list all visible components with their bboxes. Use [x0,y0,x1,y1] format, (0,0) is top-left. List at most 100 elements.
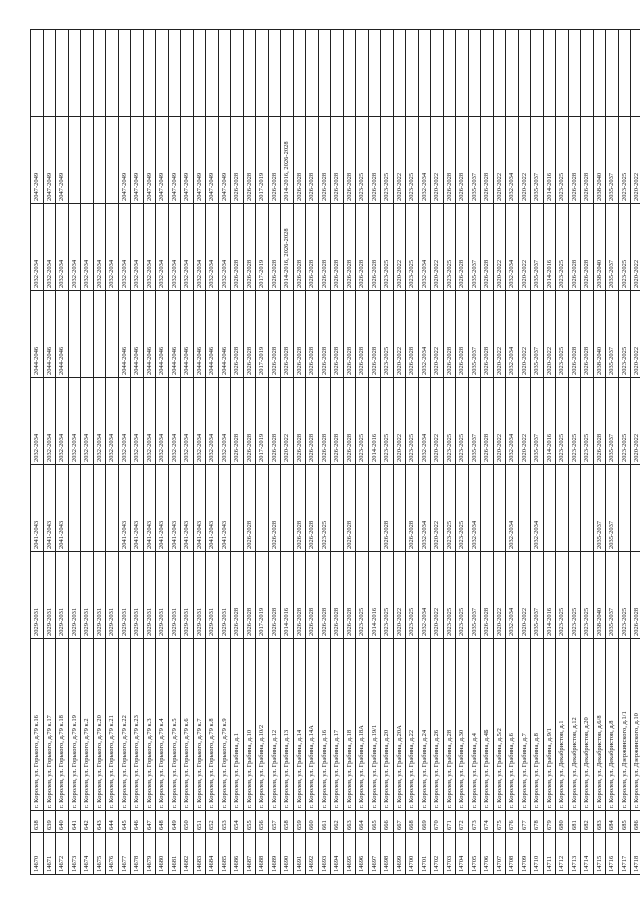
table-cell: 14681 [168,832,181,875]
table-cell: 14709 [518,832,531,875]
table-cell: г. Королев, ул. Грабина, д.14А [305,638,318,811]
table-cell: 2026-2028 [593,377,606,465]
table-cell [93,464,106,552]
table-cell [543,464,556,552]
table-cell: г. Королев, ул. Декабристов, д.1 [555,638,568,811]
table-cell: г. Королев, ул. Грабина, д.20А [393,638,406,811]
table-cell [568,29,581,117]
table-cell: г. Королев, ул. Грабина, д.13 [280,638,293,811]
table-cell: 2026-2028 [355,203,368,291]
table-cell: 14702 [430,832,443,875]
table-cell: 2026-2028 [243,203,256,291]
table-cell: 2041-2043 [155,464,168,552]
table-cell: 2047-2049 [218,116,231,204]
table-cell [55,29,68,117]
table-cell: 675 [493,810,506,833]
table-cell: 2020-2022 [430,290,443,378]
table-cell: 2041-2043 [205,464,218,552]
table-cell: 2044-2046 [30,290,43,378]
table-cell [518,29,531,117]
table-cell: 2014-2016, 2026-2028 [280,203,293,291]
table-cell: 2044-2046 [168,290,181,378]
table-cell: 662 [330,810,343,833]
table-cell: 2047-2049 [30,116,43,204]
table-cell: 2038-2040 [593,551,606,639]
table-cell: 2032-2034 [118,203,131,291]
table-cell [630,29,640,117]
table-cell: 641 [68,810,81,833]
table-cell: 2029-2031 [80,551,93,639]
table-cell: 2020-2022 [393,290,406,378]
table-cell: 2047-2049 [55,116,68,204]
table-cell: г. Королев, ул. Грабина, д.20 [380,638,393,811]
table-cell [455,29,468,117]
table-cell [105,290,118,378]
table-cell: 682 [580,810,593,833]
table-cell: 659 [293,810,306,833]
table-cell: 2029-2031 [205,551,218,639]
table-cell: 14706 [480,832,493,875]
table-cell: 14673 [68,832,81,875]
table-cell [393,464,406,552]
table-cell: 2032-2034 [418,290,431,378]
table-cell: 2023-2025 [455,551,468,639]
table-cell: 14683 [193,832,206,875]
table-cell: 640 [55,810,68,833]
table-cell: 2020-2022 [518,377,531,465]
table-cell: г. Королев, ул. Грабина, д.19/1 [368,638,381,811]
table-cell: 14671 [43,832,56,875]
table-cell: 14672 [55,832,68,875]
table-cell: 2020-2022 [493,116,506,204]
table-cell: 2032-2034 [505,377,518,465]
table-cell: 652 [205,810,218,833]
table-cell: 2032-2034 [193,377,206,465]
table-cell: 14670 [30,832,43,875]
table-cell [105,116,118,204]
table-cell: 2017-2019 [255,290,268,378]
table-cell: 2044-2046 [155,290,168,378]
table-cell: 648 [155,810,168,833]
table-cell: 2026-2028 [630,551,640,639]
table-cell: 14716 [605,832,618,875]
table-cell: 2026-2028 [330,203,343,291]
table-cell: г. Королев, ул. Горького, д.79 к.16 [30,638,43,811]
table-cell [155,29,168,117]
table-cell [68,116,81,204]
table-cell: 2026-2028 [380,464,393,552]
table-cell: г. Королев, ул. Грабина, д.7 [518,638,531,811]
table-cell: 2026-2028 [293,290,306,378]
table-cell: 2032-2034 [130,203,143,291]
table-cell: 2026-2028 [230,203,243,291]
table-cell: 14713 [568,832,581,875]
table-cell: 2029-2031 [130,551,143,639]
table-cell: 14691 [293,832,306,875]
table-cell: 680 [555,810,568,833]
table-cell: г. Королев, ул. Горького, д.79 к.22 [118,638,131,811]
table-cell: 2041-2043 [193,464,206,552]
table-cell: 2029-2031 [218,551,231,639]
table-cell: 2026-2028 [318,116,331,204]
table-cell: 2026-2028 [318,203,331,291]
table-cell: г. Королев, ул. Грабина, д.8 [530,638,543,811]
table-cell: 2020-2022 [543,290,556,378]
table-cell: 2032-2034 [30,377,43,465]
table-cell: 685 [618,810,631,833]
table-cell: 2026-2028 [293,116,306,204]
table-cell: 2035-2037 [468,551,481,639]
table-cell: 2035-2037 [605,116,618,204]
table-cell [493,464,506,552]
table-cell: 2023-2025 [555,377,568,465]
table-cell: 2035-2037 [605,290,618,378]
table-cell: 2032-2034 [105,203,118,291]
table-cell: 2026-2028 [580,290,593,378]
